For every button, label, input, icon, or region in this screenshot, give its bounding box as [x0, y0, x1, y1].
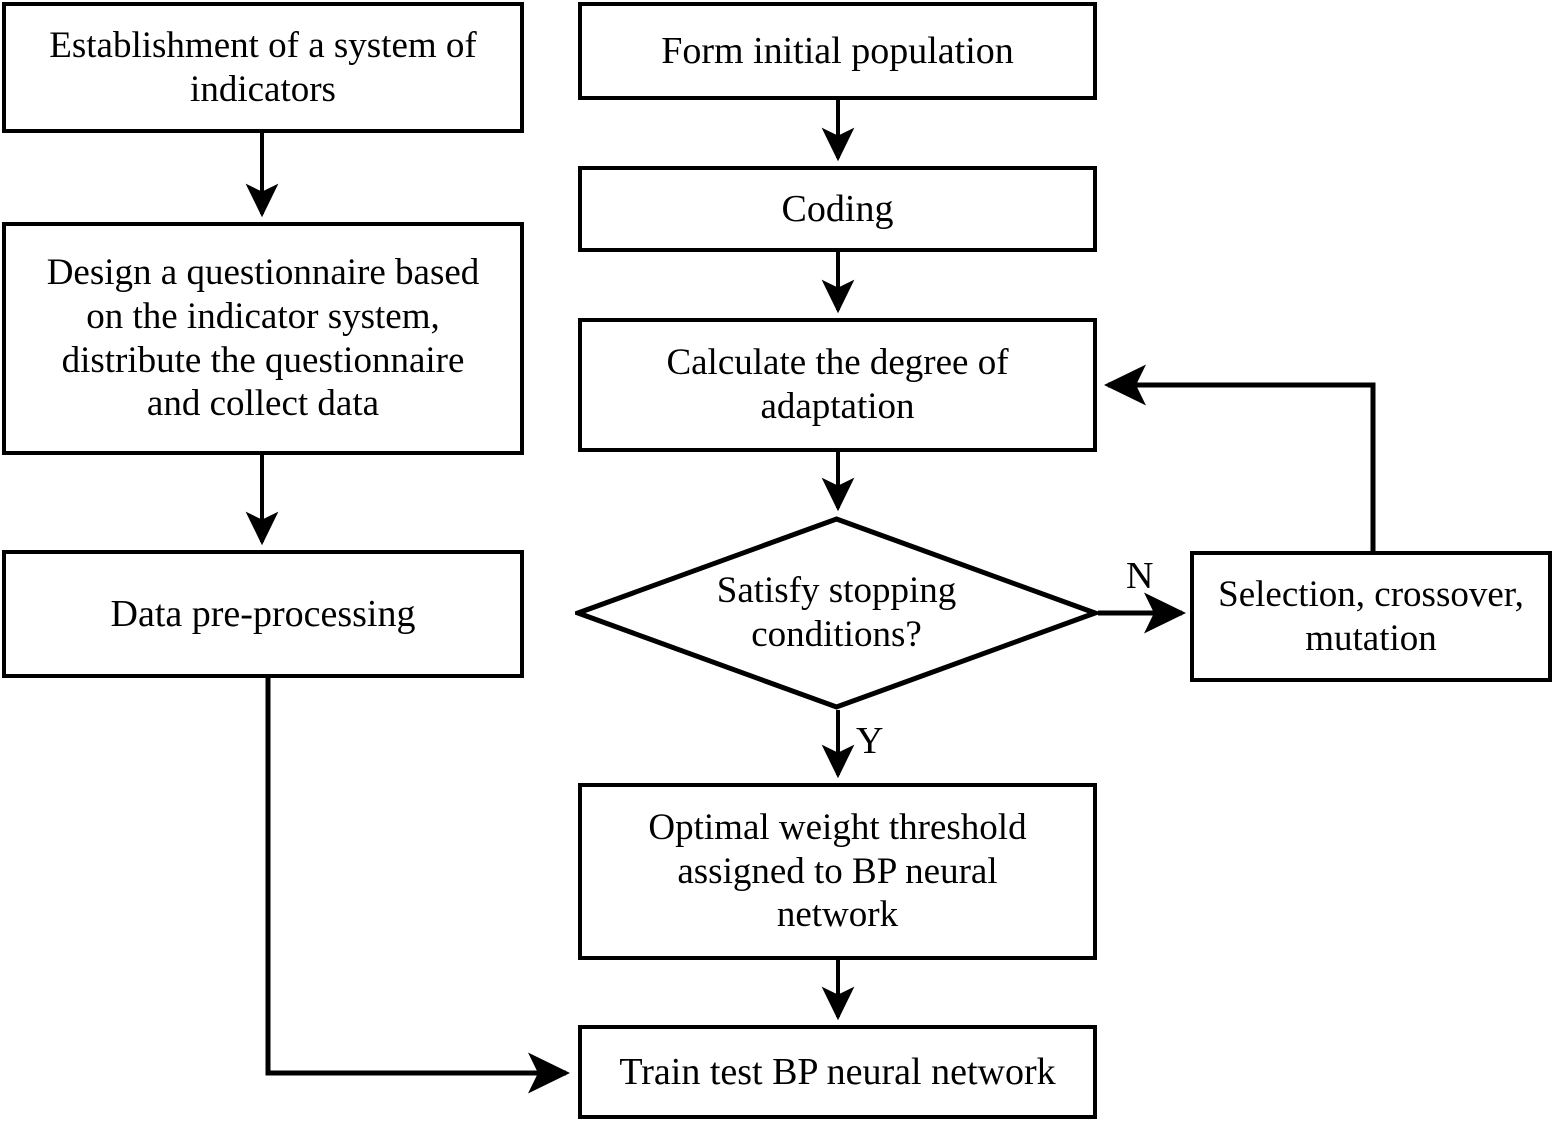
node-label: Satisfy stopping conditions?: [716, 570, 957, 655]
node-establishment-of-a-system-of-indicators[interactable]: Establishment of a system of indicators: [2, 2, 524, 133]
node-label: Calculate the degree of adaptation: [666, 342, 1009, 427]
node-label: Coding: [781, 187, 894, 230]
node-satisfy-stopping-conditions[interactable]: Satisfy stopping conditions?: [575, 516, 1098, 710]
node-label: Train test BP neural network: [619, 1050, 1056, 1093]
edge-label-yes: Y: [856, 720, 884, 762]
node-design-questionnaire[interactable]: Design a questionnaire based on the indi…: [2, 222, 524, 455]
edge-label-no: N: [1126, 555, 1154, 597]
node-coding[interactable]: Coding: [578, 166, 1097, 252]
node-optimal-weight-threshold[interactable]: Optimal weight threshold assigned to BP …: [578, 783, 1097, 960]
node-selection-crossover-mutation[interactable]: Selection, crossover, mutation: [1190, 551, 1552, 682]
node-data-pre-processing[interactable]: Data pre-processing: [2, 550, 524, 678]
node-label: Optimal weight threshold assigned to BP …: [648, 807, 1027, 936]
node-label: Establishment of a system of indicators: [49, 24, 477, 110]
node-train-test-bp-neural-network[interactable]: Train test BP neural network: [578, 1025, 1097, 1119]
diamond-shape: [575, 516, 1098, 710]
node-label: Design a questionnaire based on the indi…: [46, 252, 480, 425]
node-calculate-degree-of-adaptation[interactable]: Calculate the degree of adaptation: [578, 318, 1097, 452]
connector-selection-feedback-to-calculate: [1103, 364, 1376, 551]
node-label: Form initial population: [661, 29, 1014, 72]
node-form-initial-population[interactable]: Form initial population: [578, 2, 1097, 100]
node-label: Data pre-processing: [110, 592, 416, 635]
connector-preprocessing-to-train: [265, 678, 571, 1094]
node-label: Selection, crossover, mutation: [1218, 573, 1524, 659]
